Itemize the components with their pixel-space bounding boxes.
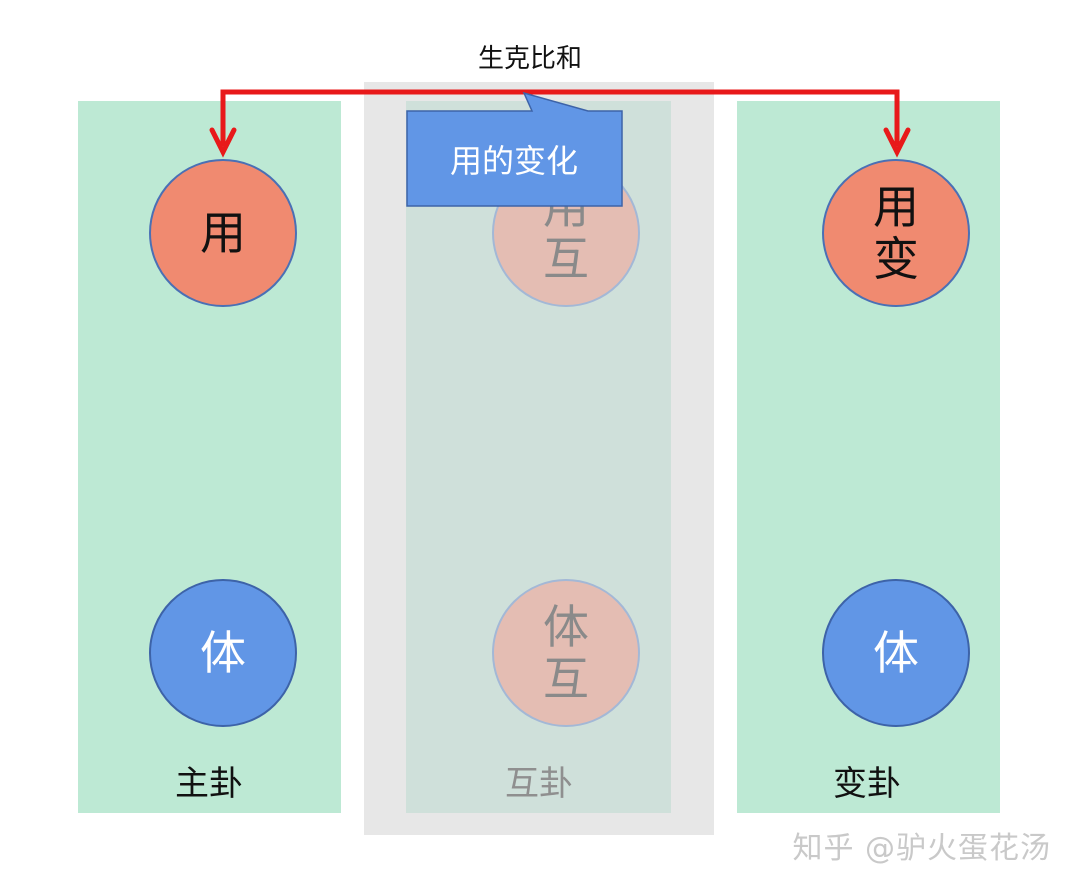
mutual-body-char-1: 体 <box>543 600 589 654</box>
callout-label: 用的变化 <box>449 142 578 180</box>
relation-label: 生克比和 <box>477 44 582 74</box>
watermark: 知乎 @驴火蛋花汤 <box>792 831 1051 866</box>
relation-bracket-line <box>220 89 900 146</box>
changed-use-circle: 用 变 <box>822 159 970 307</box>
main-use-char: 用 <box>200 206 246 260</box>
mutual-body-char-2: 互 <box>543 652 589 706</box>
left-arrowhead <box>209 127 237 158</box>
changed-body-char: 体 <box>873 626 919 680</box>
changed-hexagram-label: 变卦 <box>833 764 901 804</box>
mutual-hexagram-label: 互卦 <box>505 764 573 804</box>
changed-use-char-1: 用 <box>873 180 919 234</box>
changed-body-circle: 体 <box>822 579 970 727</box>
mutual-body-circle: 体 互 <box>492 579 640 727</box>
main-use-circle: 用 <box>149 159 297 307</box>
main-hexagram-label: 主卦 <box>175 764 243 804</box>
changed-use-char-2: 变 <box>873 232 919 286</box>
main-body-circle: 体 <box>149 579 297 727</box>
right-arrowhead <box>883 127 911 158</box>
mutual-use-char-2: 互 <box>543 232 589 286</box>
main-body-char: 体 <box>200 626 246 680</box>
